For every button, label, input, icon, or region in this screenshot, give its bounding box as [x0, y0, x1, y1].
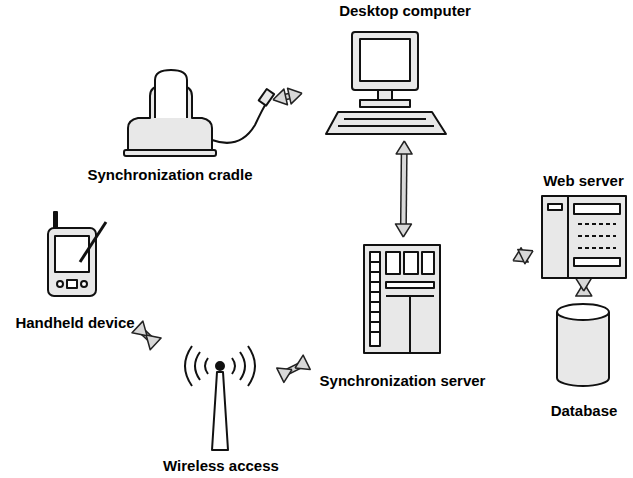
wireless-node: Wireless access [150, 334, 292, 475]
double-arrow [395, 141, 412, 237]
arrow-head [518, 249, 533, 263]
handheld-node: Handheld device [4, 206, 146, 332]
server-icon [364, 245, 440, 353]
node-label: Desktop computer [339, 2, 471, 20]
cradle-node: Synchronization cradle [70, 62, 270, 184]
arrow-head [146, 335, 161, 350]
arrow-head [273, 89, 287, 105]
node-label: Web server [543, 172, 624, 190]
node-label: Synchronization cradle [87, 166, 252, 184]
handheld-icon [48, 212, 106, 296]
desktop-icon [326, 32, 446, 134]
arrow-shaft [400, 153, 408, 225]
server-node: Synchronization server [295, 240, 510, 390]
arrow-head [396, 141, 412, 154]
arrow-head [295, 355, 310, 369]
arrow-head [576, 278, 592, 291]
arrow-head [277, 368, 292, 382]
double-arrow [132, 321, 161, 350]
desktop-node: Desktop computer [305, 2, 505, 138]
cradle-icon [124, 70, 274, 156]
database-icon [557, 304, 609, 386]
arrow-head [395, 224, 411, 237]
double-arrow [576, 278, 592, 296]
database-node: Database [540, 294, 628, 420]
node-label: Wireless access [163, 457, 279, 475]
web-server-node: Web server [536, 172, 631, 280]
antenna-icon [185, 346, 255, 450]
node-label: Synchronization server [320, 372, 486, 390]
double-arrow [277, 355, 310, 382]
double-arrow [513, 248, 533, 264]
arrow-shaft-fill [401, 153, 406, 225]
node-label: Database [551, 402, 618, 420]
web-server-icon [542, 196, 626, 278]
double-arrow [273, 88, 302, 104]
node-label: Handheld device [15, 314, 134, 332]
arrow-head [288, 88, 302, 104]
